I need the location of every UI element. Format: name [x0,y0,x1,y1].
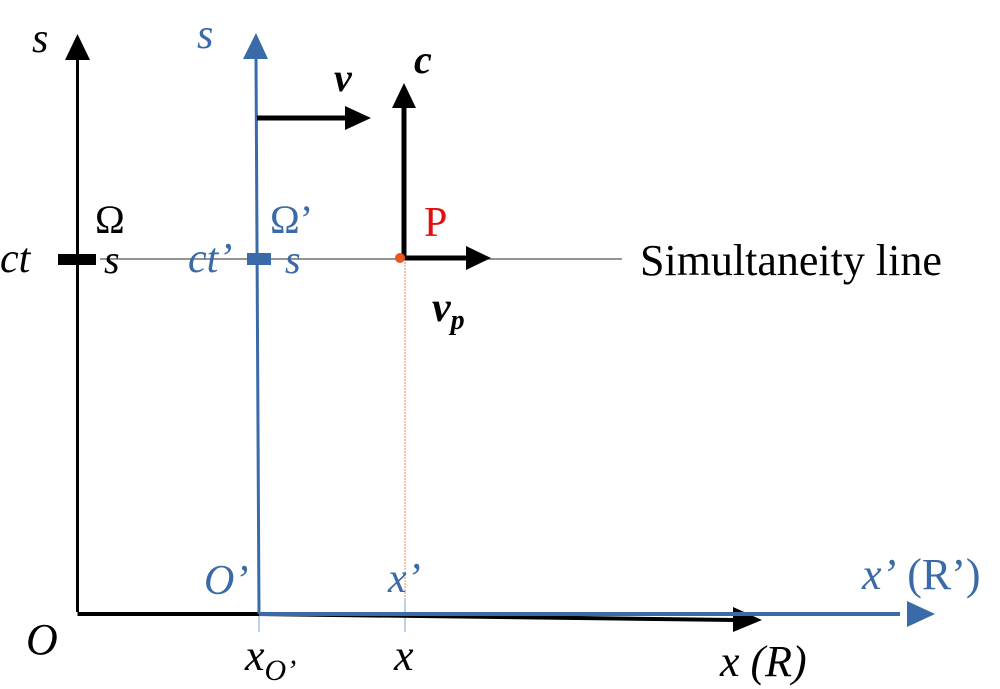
x-prime-tick-label: x’ [388,556,421,602]
light-speed-c-label: c [414,37,432,82]
ct-prime-label: ct’ [188,236,233,282]
s-axis-R [65,34,90,612]
s-marker-R-prime-label: s [285,237,301,282]
velocity-vp-arrow [402,246,491,270]
x-axis-R [77,607,762,632]
origin-O-prime-label: O’ [204,558,249,604]
point-P-label: P [424,200,448,246]
velocity-vp-label: vp [432,287,465,335]
x-O-prime-label: xO’ [245,634,296,686]
light-speed-c-arrow [392,83,416,259]
x-axis-R-prime-main: x’ [862,550,897,599]
x-axis-R-prime-label: x’ (R’) [862,553,981,597]
point-P-dot [395,253,405,263]
simultaneity-line-label: Simultaneity line [640,236,942,285]
origin-O-label: O [26,615,58,664]
s-marker-R-label: s [104,237,120,282]
ct-prime-tick-marker [247,253,271,265]
ct-label: ct [0,236,31,282]
s-axis-R-label: s [32,16,49,62]
velocity-v-label: v [334,55,352,100]
x-axis-R-label: x (R) [720,640,807,684]
s-axis-R-prime-label: s [197,12,214,58]
omega-label: Ω [95,197,125,242]
ct-tick-marker [58,254,96,265]
x-axis-R-prime-frame: (R’) [907,550,981,599]
x-axis-R-main: x [720,637,740,686]
xO-subscript: O’ [264,654,297,687]
omega-prime-label: Ω’ [270,197,314,242]
vp-subscript: p [450,305,465,336]
xO-main: x [245,631,265,680]
s-axis-R-prime [243,33,268,615]
vp-main: v [432,285,451,331]
x-axis-R-prime [259,601,935,627]
x-tick-label: x [394,631,414,680]
x-axis-R-frame: (R) [750,637,807,686]
velocity-v-arrow [257,106,371,130]
